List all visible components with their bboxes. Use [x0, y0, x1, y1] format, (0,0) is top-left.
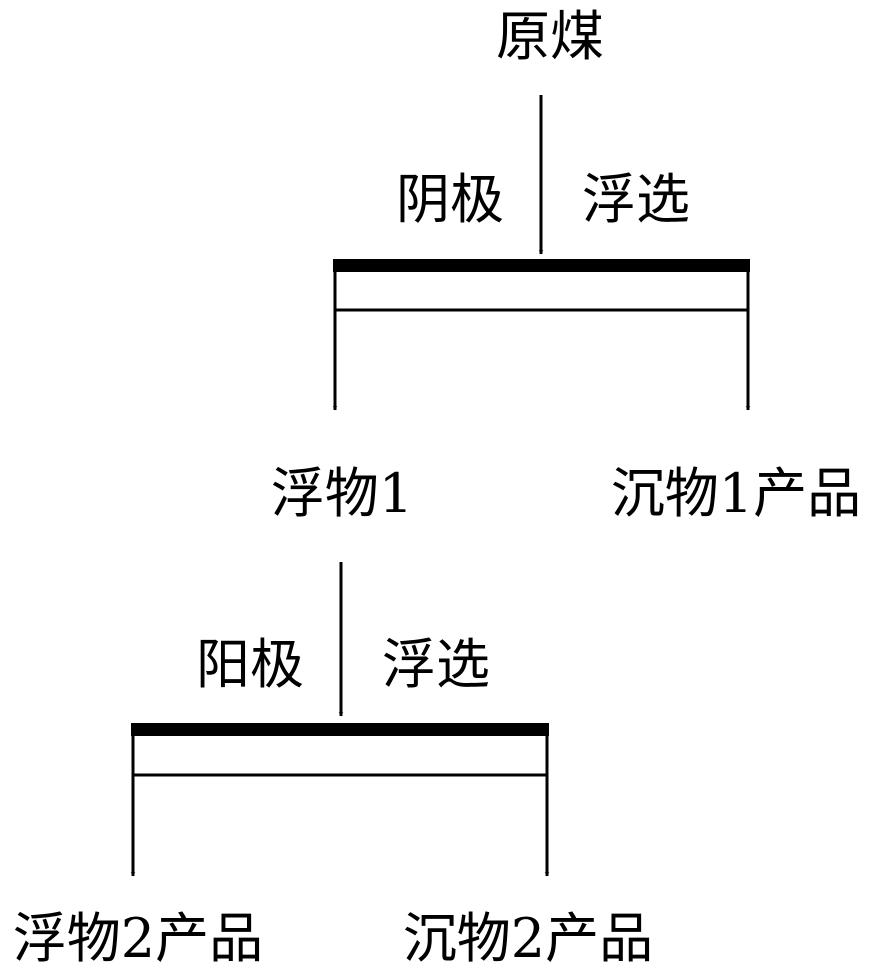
stage2-label-flotation: 浮选: [382, 633, 490, 696]
stage2-label-anode: 阳极: [196, 633, 304, 696]
node-float2-product: 浮物2产品: [13, 907, 263, 970]
node-float1: 浮物1: [271, 462, 413, 525]
stage2-flotation-cell: [131, 723, 549, 777]
node-sink2-product: 沉物2产品: [403, 907, 653, 970]
node-raw-coal: 原煤: [496, 5, 604, 68]
stage1-label-cathode: 阴极: [396, 168, 504, 231]
stage1-flotation-cell: [333, 259, 750, 312]
stage1-label-flotation: 浮选: [582, 168, 690, 231]
node-sink1-product: 沉物1产品: [611, 462, 861, 525]
